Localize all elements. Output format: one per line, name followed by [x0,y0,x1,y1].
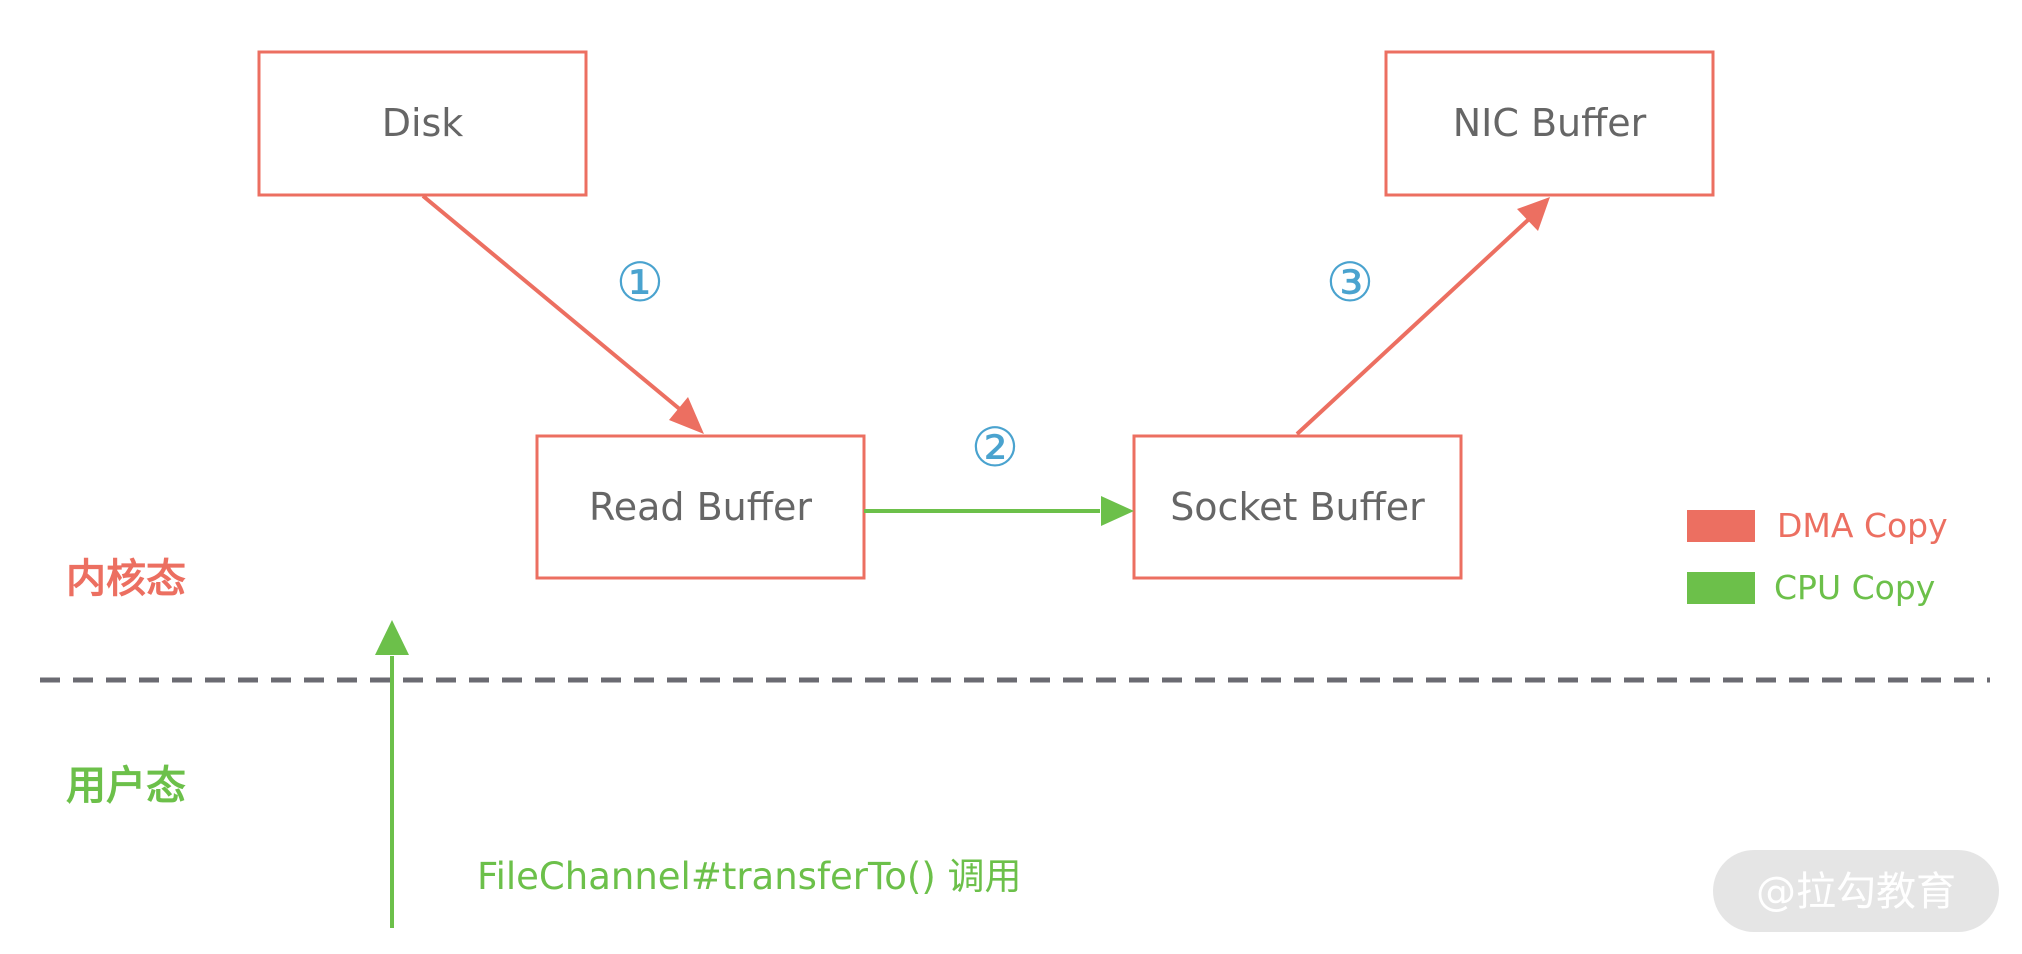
legend-cpu-label: CPU Copy [1774,568,1935,607]
disk-box: Disk [257,50,588,197]
nic-buffer-label: NIC Buffer [1453,101,1647,145]
call-arrow-user-to-kernel [375,620,409,928]
user-mode-label: 用户态 [66,763,186,809]
step-1-marker: ① [616,251,664,314]
socket-buffer-box: Socket Buffer [1132,434,1463,580]
step-3-marker: ③ [1326,251,1374,314]
legend-cpu-swatch [1687,572,1755,604]
dma-arrow-disk-to-read-buffer [421,194,704,434]
read-buffer-box: Read Buffer [535,434,866,580]
read-buffer-label: Read Buffer [589,485,812,529]
socket-buffer-label: Socket Buffer [1170,485,1425,529]
legend-dma-swatch [1687,510,1755,542]
watermark: @拉勾教育 [1713,850,1999,932]
dma-arrow-socket-buffer-to-nic-buffer [1295,197,1550,436]
cpu-arrow-read-buffer-to-socket-buffer [864,496,1134,526]
transfer-to-call-caption: FileChannel#transferTo() 调用 [477,855,1022,898]
legend: DMA Copy CPU Copy [1687,506,1948,607]
nic-buffer-box: NIC Buffer [1384,50,1715,197]
kernel-mode-label: 内核态 [66,556,186,602]
legend-dma-label: DMA Copy [1777,506,1948,545]
disk-label: Disk [382,101,464,145]
step-2-marker: ② [971,416,1019,479]
watermark-text: @拉勾教育 [1756,869,1956,915]
